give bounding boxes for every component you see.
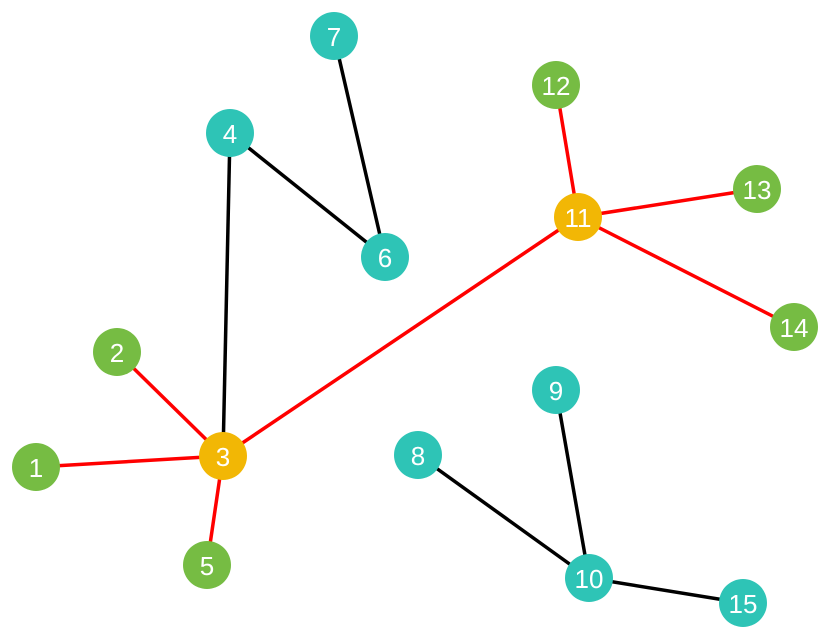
node-circle xyxy=(532,61,580,109)
node-circle xyxy=(199,432,247,480)
node-label: 3 xyxy=(216,442,230,472)
node-circle xyxy=(183,541,231,589)
edge-4-6 xyxy=(228,131,387,259)
node-circle xyxy=(532,366,580,414)
node-circle xyxy=(733,165,781,213)
edge-9-10 xyxy=(554,389,591,579)
node-15: 15 xyxy=(719,579,767,627)
node-label: 9 xyxy=(549,376,563,406)
edge-2-3 xyxy=(115,350,225,458)
node-label: 15 xyxy=(729,589,758,619)
node-label: 4 xyxy=(223,119,237,149)
node-circle xyxy=(770,303,818,351)
node-11: 11 xyxy=(554,193,602,241)
node-label: 13 xyxy=(743,175,772,205)
node-4: 4 xyxy=(206,109,254,157)
node-12: 12 xyxy=(532,61,580,109)
node-label: 10 xyxy=(575,564,604,594)
node-circle xyxy=(719,579,767,627)
node-label: 14 xyxy=(780,313,809,343)
node-10: 10 xyxy=(565,554,613,602)
node-1: 1 xyxy=(12,443,60,491)
node-2: 2 xyxy=(93,328,141,376)
edge-7-6 xyxy=(332,35,387,258)
node-circle xyxy=(12,443,60,491)
edge-10-15 xyxy=(588,576,744,605)
edge-3-4 xyxy=(221,132,232,457)
node-circle xyxy=(554,193,602,241)
node-circle xyxy=(394,431,442,479)
node-circle xyxy=(565,554,613,602)
node-label: 1 xyxy=(29,453,43,483)
node-label: 2 xyxy=(110,338,124,368)
edge-8-10 xyxy=(416,453,591,580)
node-3: 3 xyxy=(199,432,247,480)
edges-layer xyxy=(35,35,795,605)
node-6: 6 xyxy=(361,233,409,281)
node-label: 6 xyxy=(378,243,392,273)
node-8: 8 xyxy=(394,431,442,479)
edge-1-3 xyxy=(35,454,224,469)
node-circle xyxy=(93,328,141,376)
node-label: 5 xyxy=(200,551,214,581)
node-7: 7 xyxy=(310,12,358,60)
edge-3-11 xyxy=(222,215,579,458)
node-14: 14 xyxy=(770,303,818,351)
node-5: 5 xyxy=(183,541,231,589)
edge-14-11 xyxy=(577,215,795,329)
node-label: 8 xyxy=(411,441,425,471)
node-label: 11 xyxy=(565,203,592,233)
node-label: 7 xyxy=(327,22,341,52)
node-circle xyxy=(310,12,358,60)
edge-13-11 xyxy=(577,187,758,219)
node-label: 12 xyxy=(542,71,571,101)
node-13: 13 xyxy=(733,165,781,213)
node-circle xyxy=(206,109,254,157)
node-circle xyxy=(361,233,409,281)
node-9: 9 xyxy=(532,366,580,414)
